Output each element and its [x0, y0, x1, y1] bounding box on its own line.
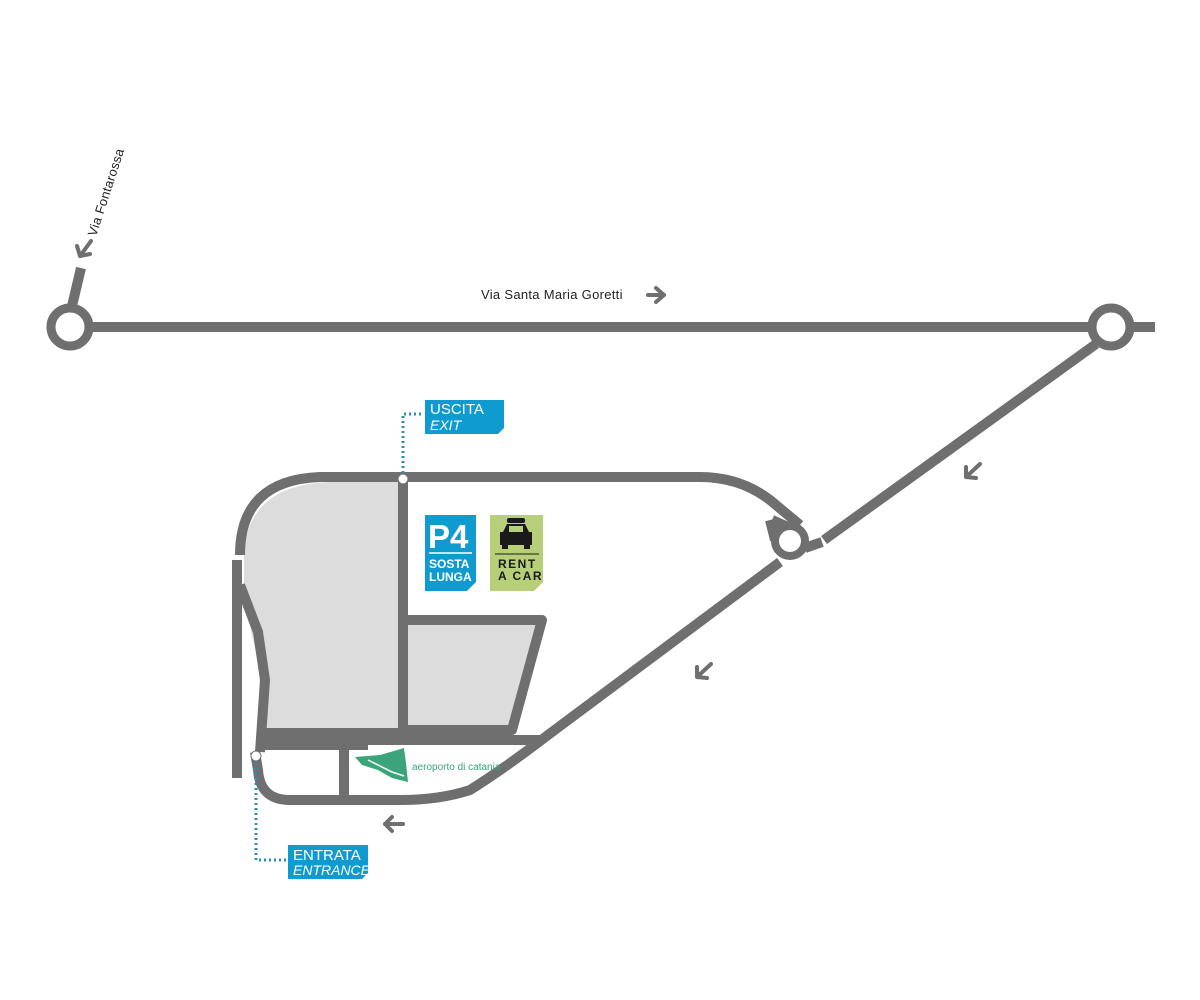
car-icon — [500, 518, 532, 549]
exit-dotted-path — [401, 412, 422, 478]
arrow-icon — [964, 462, 982, 480]
exit-tag-sublabel: EXIT — [430, 417, 463, 433]
parking-p4-line2: LUNGA — [429, 570, 472, 584]
road-diagonal-access — [821, 339, 1099, 545]
entrance-tag — [288, 845, 368, 879]
parking-p4-line1: SOSTA — [429, 557, 470, 571]
road-label-via-santa-maria-goretti: Via Santa Maria Goretti — [481, 287, 623, 302]
exit-tag-label: USCITA — [430, 401, 484, 418]
roundabout-icon — [1087, 303, 1135, 351]
arrow-icon — [695, 662, 713, 680]
parking-lot-west — [244, 482, 398, 728]
road-south-band-step — [305, 728, 445, 738]
arrow-icon — [383, 815, 405, 833]
exit-tag — [425, 400, 504, 434]
parking-lot-south — [408, 620, 542, 728]
arrow-icon — [646, 286, 666, 304]
roundabout-icon — [771, 522, 809, 560]
road-west-inner — [235, 583, 270, 753]
airport-logo-icon — [355, 748, 408, 782]
road-parking-ring — [235, 472, 804, 805]
airport-logo-text: aeroporto di catania — [412, 762, 501, 773]
entrance-point — [250, 750, 262, 762]
arrow-icon — [75, 239, 93, 258]
entrance-tag-label: ENTRATA — [293, 847, 361, 864]
rent-a-car-line1: RENT — [498, 557, 537, 571]
roundabout-icon — [46, 303, 94, 351]
parking-p4-title: P4 — [428, 518, 469, 555]
entrance-tag-sublabel: ENTRANCE — [293, 862, 371, 878]
road-label-via-fontarossa: Via Fontarossa — [85, 146, 128, 238]
entrance-dotted-path — [254, 758, 286, 862]
rent-a-car-line2: A CAR — [498, 569, 543, 583]
road-via-fontarossa — [67, 266, 86, 308]
road-south-lot-outline — [408, 615, 547, 735]
exit-point — [397, 473, 409, 485]
